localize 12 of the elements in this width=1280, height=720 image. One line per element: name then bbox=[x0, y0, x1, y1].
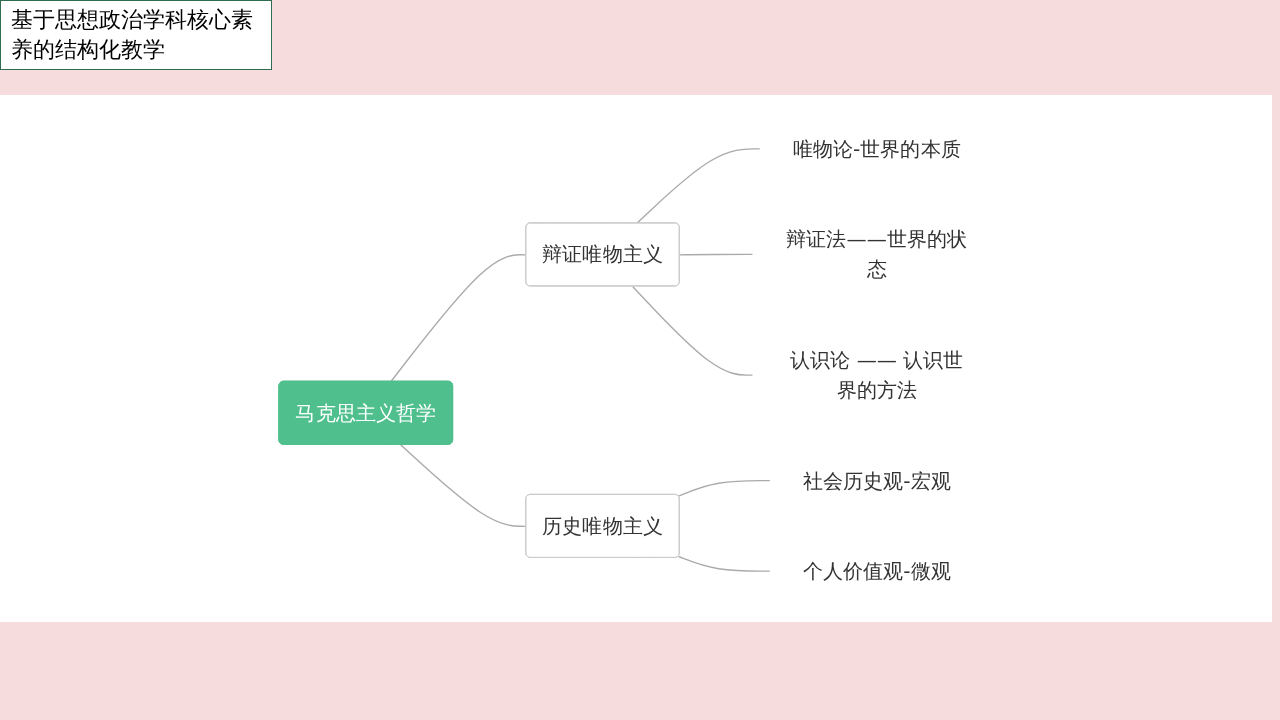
connector bbox=[679, 253, 754, 256]
node-text: 唯物论-世界的本质 bbox=[792, 137, 961, 161]
connector bbox=[390, 254, 527, 383]
connector bbox=[399, 444, 527, 528]
connector bbox=[631, 285, 754, 376]
node-text: 认识论 —— 认识世界的方法 bbox=[789, 348, 964, 402]
connector bbox=[677, 479, 771, 497]
node-text: 辩证法——世界的状态 bbox=[786, 227, 968, 281]
title: 基于思想政治学科核心素养的结构化教学 bbox=[0, 0, 272, 70]
connector bbox=[677, 555, 771, 572]
node-text: 社会历史观-宏观 bbox=[802, 469, 951, 493]
node-text: 个人价值观-微观 bbox=[802, 559, 951, 583]
